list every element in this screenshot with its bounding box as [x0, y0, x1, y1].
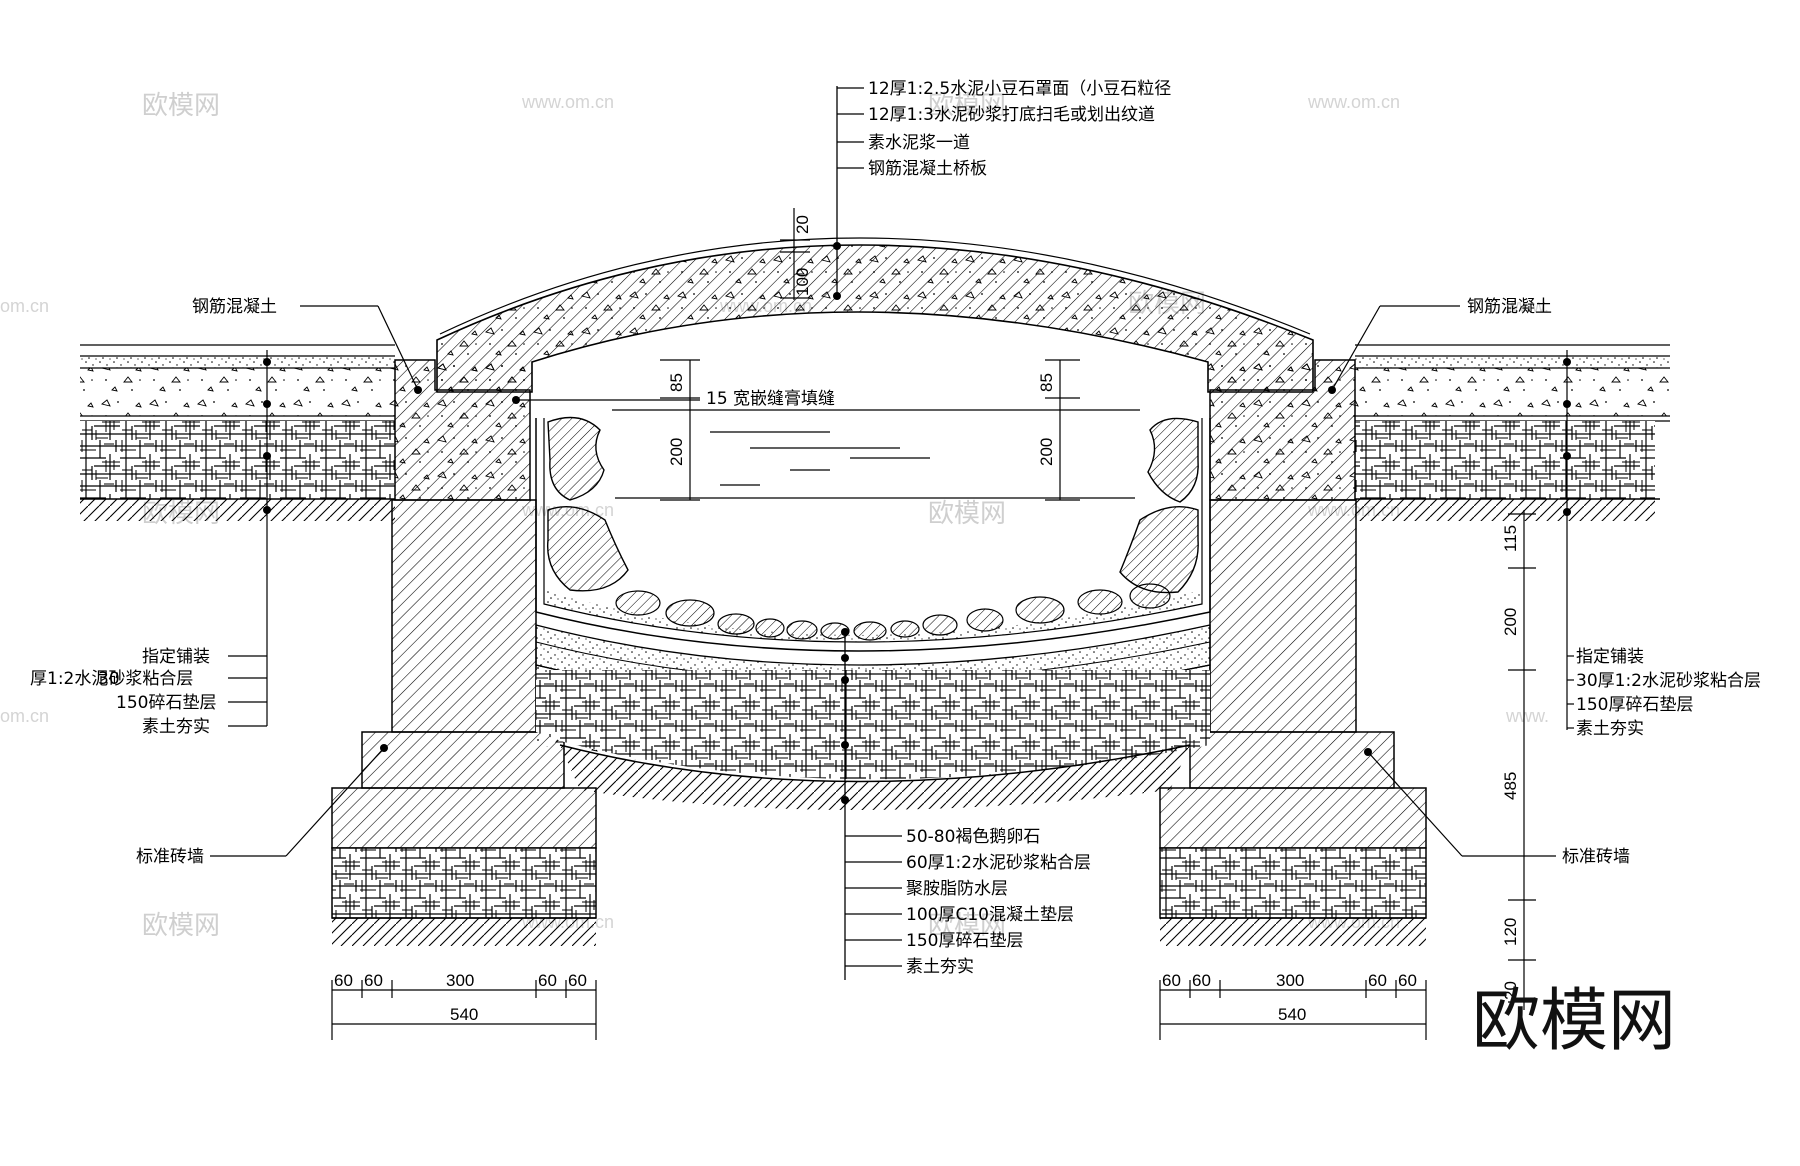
left-paving-line-2: 厚1:2水泥砂浆粘合层 [30, 669, 193, 689]
bottom-callout-line-3: 聚胺脂防水层 [906, 879, 1008, 899]
bdim-left-60d: 60 [568, 971, 587, 990]
arch-bridge-slab [436, 237, 1314, 393]
right-paving-line-2: 30厚1:2水泥砂浆粘合层 [1576, 671, 1761, 691]
left-paving-prefix: 30 [98, 669, 120, 689]
rc-right-text: 钢筋混凝土 [1467, 297, 1552, 317]
wall-label-right: 标准砖墙 [1364, 748, 1630, 867]
right-paving-line-4: 素土夯实 [1576, 719, 1644, 739]
watermark-cn: 欧模网 [928, 911, 1006, 941]
bdim-left-60b: 60 [364, 971, 383, 990]
bdim-left-540: 540 [450, 1005, 478, 1024]
watermark-url-edge: om.cn [0, 706, 49, 726]
dim-85-left: 85 [667, 373, 686, 392]
left-paving-line-1: 指定铺装 [142, 647, 210, 667]
vdim-115: 115 [1501, 525, 1520, 552]
rc-label-right: 钢筋混凝土 [1328, 297, 1552, 394]
top-callout-line-4: 钢筋混凝土桥板 [868, 159, 987, 179]
wall-right-text: 标准砖墙 [1562, 847, 1630, 867]
arch-thickness-dims [780, 208, 810, 300]
bdim-right-60a: 60 [1162, 971, 1181, 990]
top-callout-line-1: 12厚1:2.5水泥小豆石罩面（小豆石粒径 [868, 79, 1171, 99]
dim-85-right: 85 [1037, 373, 1056, 392]
rc-label-left: 钢筋混凝土 [192, 297, 422, 394]
wall-left-text: 标准砖墙 [136, 847, 204, 867]
top-callout-line-2: 12厚1:3水泥砂浆打底扫毛或划出纹道 [868, 105, 1155, 125]
watermark-url: www.om.cn [521, 92, 614, 112]
left-paving-line-3: 150碎石垫层 [116, 693, 216, 713]
wall-label-left: 标准砖墙 [136, 744, 388, 867]
watermark-url-edge: om.cn [0, 296, 49, 316]
left-paving-section [80, 344, 395, 521]
bdim-right-60c: 60 [1368, 971, 1387, 990]
left-paving-callout: 指定铺装 厚1:2水泥砂浆粘合层 30 150碎石垫层 素土夯实 [30, 350, 271, 737]
right-paving-line-3: 150厚碎石垫层 [1576, 695, 1693, 715]
watermark-url-edge-right: www. [1505, 706, 1549, 726]
watermark-cn: 欧模网 [928, 499, 1006, 529]
left-abutment [331, 359, 597, 946]
watermark-cn: 欧模网 [142, 911, 220, 941]
brand-logo: 欧模网 [1472, 982, 1676, 1061]
bottom-dims-left [331, 980, 597, 1040]
top-callout-line-3: 素水泥浆一道 [868, 133, 970, 153]
vdim-485: 485 [1501, 772, 1520, 800]
bottom-callout-line-4: 100厚C10混凝土垫层 [906, 905, 1074, 925]
bdim-right-540: 540 [1278, 1005, 1306, 1024]
bdim-right-60d: 60 [1398, 971, 1417, 990]
rc-left-text: 钢筋混凝土 [192, 297, 277, 317]
right-paving-section [1355, 344, 1670, 521]
vdim-20: 20 [1501, 981, 1520, 1000]
bdim-right-60b: 60 [1192, 971, 1211, 990]
bottom-callout-line-1: 50-80褐色鹅卵石 [906, 827, 1040, 847]
inner-dimensions [660, 359, 1080, 501]
bdim-right-300: 300 [1276, 971, 1304, 990]
dim-100-arch: 100 [793, 268, 812, 296]
vdim-120: 120 [1501, 918, 1520, 946]
left-paving-line-4: 素土夯实 [142, 717, 210, 737]
bottom-dims-right [1159, 980, 1427, 1040]
top-callout: 12厚1:2.5水泥小豆石罩面（小豆石粒径 12厚1:3水泥砂浆打底扫毛或划出纹… [833, 79, 1171, 300]
dim-200-left: 200 [667, 438, 686, 466]
bdim-left-300: 300 [446, 971, 474, 990]
joint-leader: 15 宽嵌缝膏填缝 [512, 388, 835, 409]
vdim-200: 200 [1501, 608, 1520, 636]
bottom-callout-line-2: 60厚1:2水泥砂浆粘合层 [906, 853, 1091, 873]
bottom-callout-line-5: 150厚碎石垫层 [906, 931, 1023, 951]
dim-200-right: 200 [1037, 438, 1056, 466]
watermark-cn: 欧模网 [928, 91, 1006, 121]
watermark-cn: 欧模网 [142, 91, 220, 121]
stream-channel [535, 409, 1211, 810]
bottom-callout-line-6: 素土夯实 [906, 957, 974, 977]
right-paving-callout: 指定铺装 30厚1:2水泥砂浆粘合层 150厚碎石垫层 素土夯实 [1563, 350, 1761, 739]
dim-20-arch: 20 [793, 215, 812, 234]
bottom-callout: 50-80褐色鹅卵石 60厚1:2水泥砂浆粘合层 聚胺脂防水层 100厚C10混… [841, 628, 1091, 980]
joint-note: 15 宽嵌缝膏填缝 [706, 388, 835, 409]
right-vertical-dims [1508, 510, 1536, 1010]
bdim-left-60c: 60 [538, 971, 557, 990]
right-paving-line-1: 指定铺装 [1576, 647, 1644, 667]
watermark-url-edge-right: www. [1505, 296, 1549, 316]
watermark-url: www.om.cn [1307, 92, 1400, 112]
bdim-left-60a: 60 [334, 971, 353, 990]
